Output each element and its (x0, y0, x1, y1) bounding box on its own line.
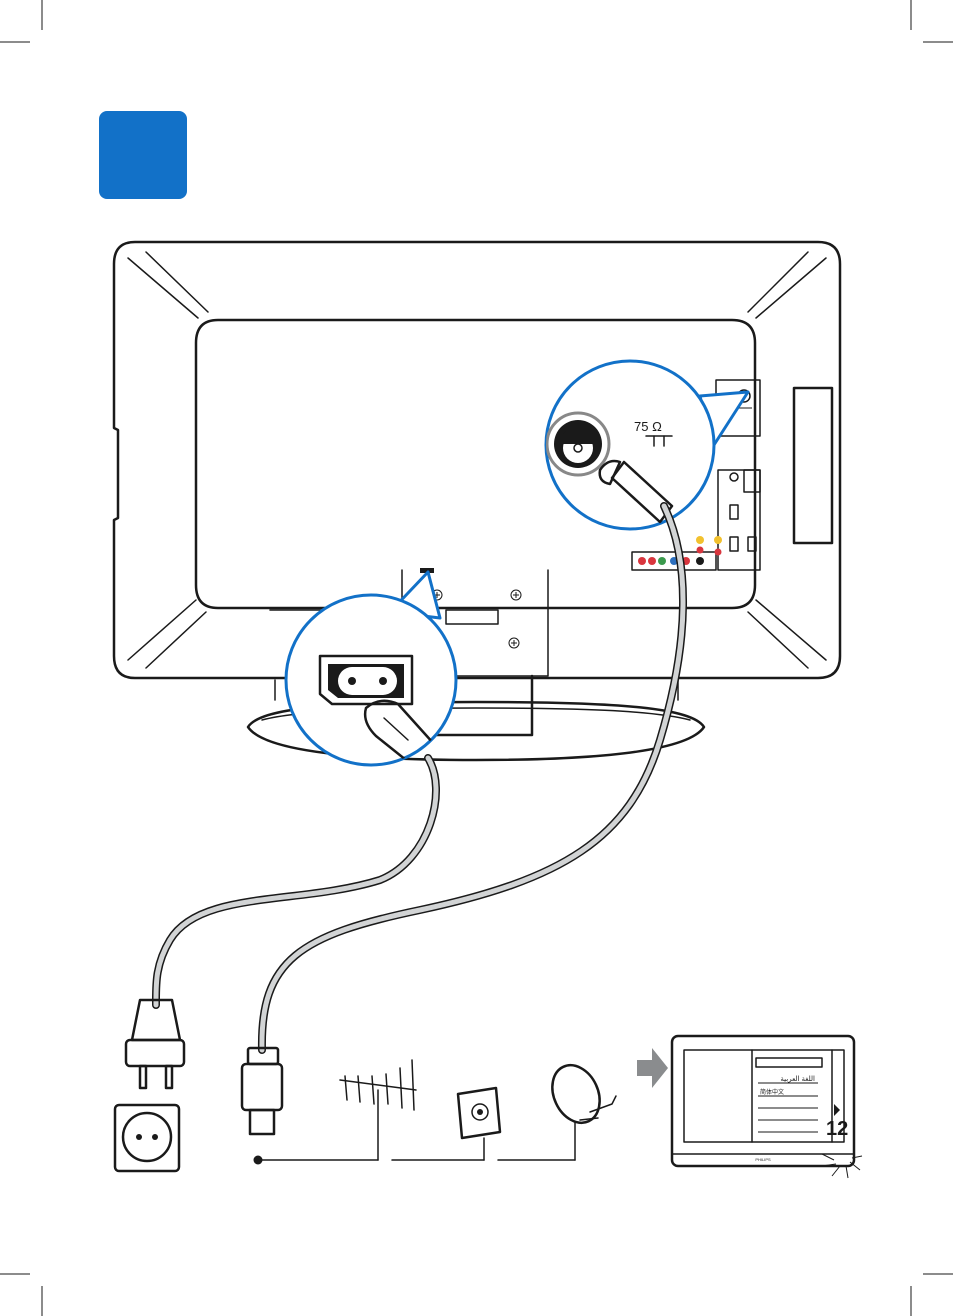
impedance-label: 75 Ω (634, 419, 662, 434)
arrow-right-icon (637, 1048, 668, 1088)
signal-source-line (254, 1156, 576, 1165)
tv-front-screen: اللغة العربية 简体中文 12 PHILIPS (672, 1036, 862, 1178)
power-cable (126, 758, 436, 1088)
antenna-icon (340, 1060, 416, 1160)
tv-back (114, 242, 840, 678)
antenna-wall-socket-icon (458, 1088, 500, 1160)
antenna-cable (242, 506, 683, 1134)
power-port-zoom (286, 572, 456, 768)
satellite-dish-icon (543, 1058, 616, 1160)
channel-number: 12 (826, 1118, 848, 1140)
menu-item-arabic: اللغة العربية (780, 1076, 815, 1083)
menu-item-chinese: 简体中文 (760, 1088, 784, 1096)
wall-socket-icon (115, 1105, 179, 1171)
brand-logo: PHILIPS (755, 1157, 771, 1162)
